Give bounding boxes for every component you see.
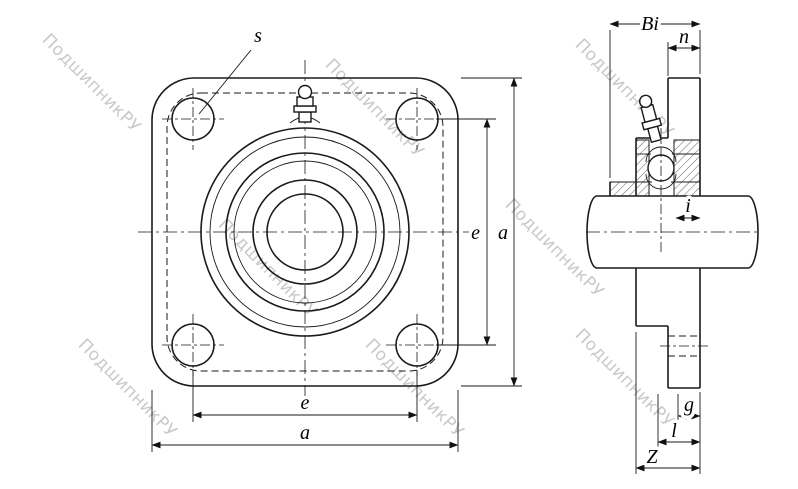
- front-dimensions: s e a e a: [151, 25, 522, 452]
- bolt-holes: [162, 88, 448, 376]
- flange-outline: [151, 77, 459, 387]
- dim-label-a-bottom: a: [300, 422, 310, 444]
- dim-label-e-bottom: e: [301, 392, 310, 414]
- front-view: [138, 60, 474, 402]
- dim-label-e-right: e: [471, 222, 480, 244]
- bearing-circles: [200, 127, 410, 337]
- dim-label-g: g: [684, 394, 694, 416]
- dim-label-l: l: [671, 420, 677, 442]
- dim-label-a-right: a: [498, 222, 508, 244]
- grease-fitting-side-icon: [638, 94, 663, 144]
- dim-label-i: i: [685, 195, 691, 217]
- dim-label-Z: Z: [646, 446, 658, 468]
- dim-label-s: s: [254, 25, 262, 47]
- side-view: [586, 77, 760, 389]
- side-dimensions: Bi n i g l Z: [609, 10, 701, 474]
- grease-fitting-icon: [293, 84, 317, 123]
- dim-label-n: n: [679, 26, 689, 48]
- dim-label-Bi: Bi: [641, 13, 659, 35]
